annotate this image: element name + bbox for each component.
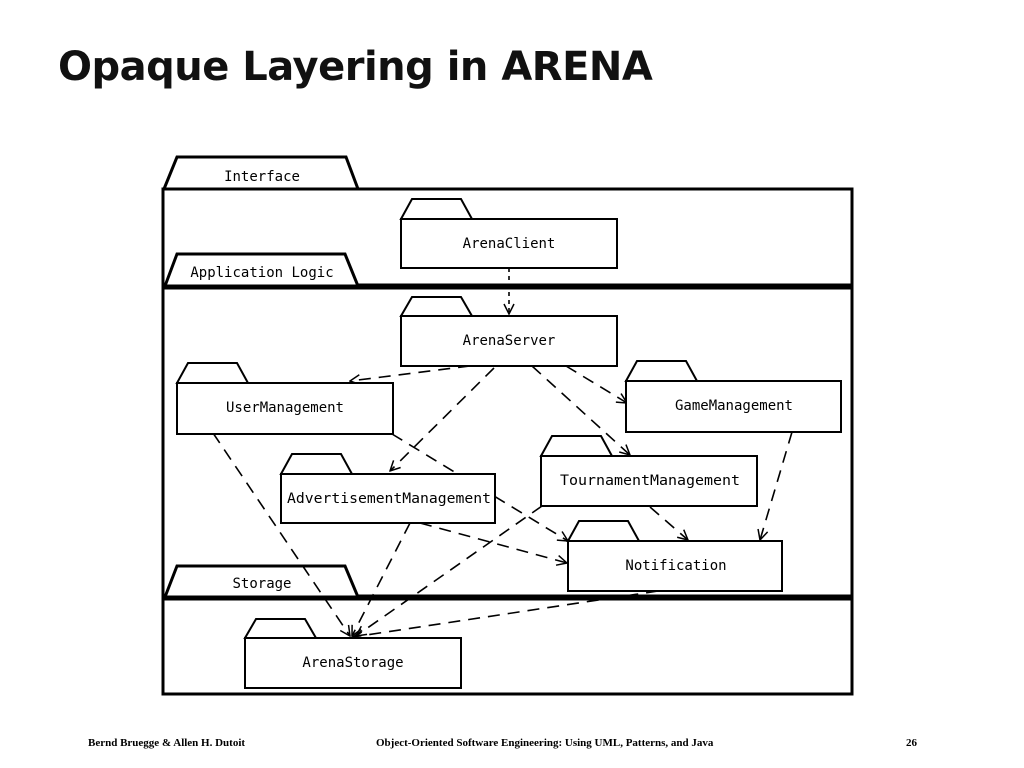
dep-advertisement-notification — [419, 522, 567, 563]
footer-book-title: Object-Oriented Software Engineering: Us… — [376, 737, 714, 749]
dep-server-tournament — [531, 365, 630, 455]
package-body — [540, 455, 758, 507]
package-label-user-management: UserManagement — [226, 400, 344, 416]
package-tab — [175, 362, 250, 384]
package-body — [244, 637, 462, 689]
dep-game-notification — [760, 431, 793, 540]
package-game-management: GameManagement — [624, 360, 842, 433]
dep-tournament-storage — [356, 505, 543, 636]
package-label-arena-server: ArenaServer — [463, 333, 556, 349]
package-label-arena-client: ArenaClient — [463, 236, 556, 252]
dep-server-user — [350, 365, 471, 381]
layer-interface: Interface — [161, 155, 854, 287]
layer-interface-label: Interface — [224, 169, 300, 185]
package-tab — [399, 198, 474, 220]
package-tab — [279, 453, 354, 475]
package-advertisement-management: AdvertisementManagement — [279, 453, 496, 524]
footer-page-number: 26 — [906, 737, 917, 749]
package-arena-server: ArenaServer — [399, 296, 618, 367]
layer-application-logic: Application Logic — [161, 252, 854, 598]
layer-storage-frame — [161, 597, 854, 696]
dep-tournament-notification — [649, 506, 688, 540]
package-body — [400, 218, 618, 269]
package-label-notification: Notification — [625, 558, 726, 574]
slide-title: Opaque Layering in ARENA — [58, 44, 653, 90]
package-tab — [624, 360, 699, 382]
dep-server-advertisement — [390, 367, 495, 471]
package-label-advertisement-management: AdvertisementManagement — [287, 491, 491, 507]
package-user-management: UserManagement — [175, 362, 394, 435]
package-tab — [539, 435, 614, 457]
package-body — [400, 315, 618, 367]
layer-application-logic-frame — [161, 286, 854, 598]
dep-user-storage — [212, 432, 350, 636]
package-tab — [399, 296, 474, 317]
package-body — [176, 382, 394, 435]
layer-application-logic-tab — [162, 252, 361, 288]
package-tournament-management: TournamentManagement — [539, 435, 758, 507]
package-label-arena-storage: ArenaStorage — [302, 655, 403, 671]
footer-authors: Bernd Bruegge & Allen H. Dutoit — [88, 737, 246, 749]
package-tab — [243, 618, 318, 639]
package-notification: Notification — [566, 520, 783, 592]
layer-application-logic-label: Application Logic — [190, 265, 333, 281]
package-body — [567, 540, 783, 592]
package-label-game-management: GameManagement — [675, 398, 793, 414]
layer-storage-label: Storage — [232, 576, 291, 592]
package-body — [280, 473, 496, 524]
package-label-tournament-management: TournamentManagement — [560, 473, 740, 489]
package-body — [625, 380, 842, 433]
package-arena-client: ArenaClient — [399, 198, 618, 269]
dep-notification-storage — [353, 590, 659, 637]
package-arena-storage: ArenaStorage — [243, 618, 462, 689]
layer-interface-frame — [161, 187, 854, 287]
dep-advertisement-storage — [352, 522, 411, 636]
package-tab — [566, 520, 641, 542]
layer-storage-tab — [162, 564, 361, 599]
dep-server-game — [565, 365, 627, 403]
layer-storage: Storage — [161, 564, 854, 696]
